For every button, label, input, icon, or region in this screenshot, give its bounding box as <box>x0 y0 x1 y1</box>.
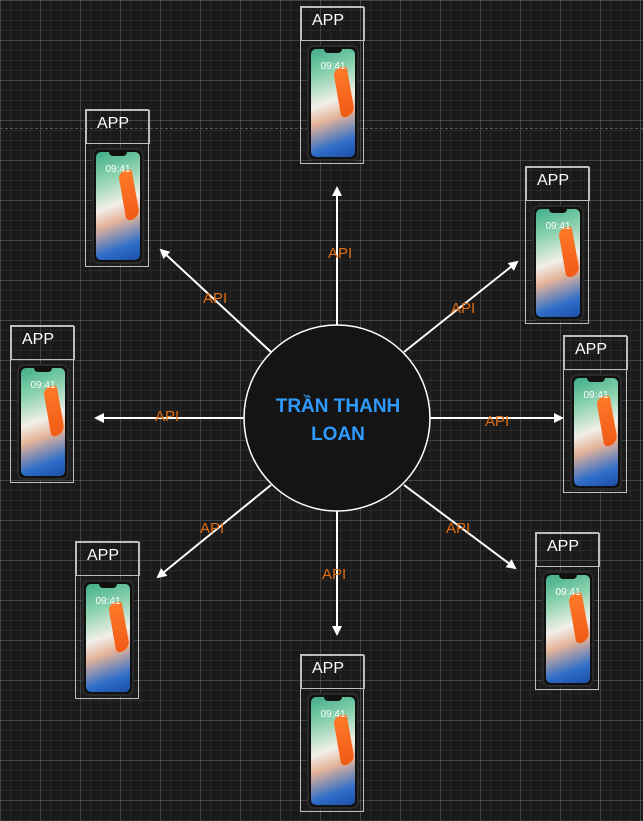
phone-time: 09:41 <box>555 587 581 598</box>
phone-notch <box>99 584 117 588</box>
phone-notch <box>587 378 605 382</box>
api-bottom-right-label: API <box>446 520 471 537</box>
phone-time: 09:41 <box>545 221 571 232</box>
phone-notch <box>559 575 577 579</box>
phone-screen <box>96 152 140 260</box>
phone-icon: 09:41 <box>17 364 69 480</box>
api-top-left-label: API <box>203 290 228 307</box>
app-label: APP <box>526 167 590 201</box>
app-top[interactable]: APP 09:41 <box>300 6 365 164</box>
phone-notch <box>109 152 127 156</box>
app-bottom-right[interactable]: APP 09:41 <box>535 532 600 690</box>
phone-notch <box>34 368 52 372</box>
api-left-label: API <box>155 408 180 425</box>
phone-icon: 09:41 <box>92 148 144 264</box>
api-top-right-label: API <box>451 300 476 317</box>
phone-screen <box>311 49 355 157</box>
hub-title-line1: TRẦN THANH <box>275 396 401 417</box>
api-bottom-left-arrow[interactable] <box>156 484 272 579</box>
app-label: APP <box>301 655 365 689</box>
api-bottom-label: API <box>322 566 347 583</box>
app-label: APP <box>11 326 75 360</box>
api-bottom-right-arrow[interactable] <box>403 484 517 570</box>
api-top-label: API <box>328 245 353 262</box>
phone-screen <box>546 575 590 683</box>
phone-time: 09:41 <box>30 380 56 391</box>
phone-notch <box>324 49 342 53</box>
app-top-left[interactable]: APP 09:41 <box>85 109 150 267</box>
api-right-label: API <box>485 413 510 430</box>
phone-time: 09:41 <box>320 709 346 720</box>
phone-screen <box>86 584 130 692</box>
app-label: APP <box>76 542 140 576</box>
hub-title-line2: LOAN <box>311 424 365 445</box>
api-top-left-arrow[interactable] <box>159 248 272 353</box>
phone-time: 09:41 <box>583 390 609 401</box>
phone-time: 09:41 <box>105 164 131 175</box>
api-bottom-left-label: API <box>200 520 225 537</box>
app-bottom[interactable]: APP 09:41 <box>300 654 365 812</box>
phone-icon: 09:41 <box>307 45 359 161</box>
phone-screen <box>536 209 580 317</box>
api-top-right-arrow[interactable] <box>403 260 519 353</box>
app-left[interactable]: APP 09:41 <box>10 325 75 483</box>
phone-icon: 09:41 <box>532 205 584 321</box>
phone-screen <box>574 378 618 486</box>
app-label: APP <box>301 7 365 41</box>
phone-screen <box>21 368 65 476</box>
phone-screen <box>311 697 355 805</box>
app-bottom-left[interactable]: APP 09:41 <box>75 541 140 699</box>
phone-notch <box>549 209 567 213</box>
phone-time: 09:41 <box>95 596 121 607</box>
app-right[interactable]: APP 09:41 <box>563 335 628 493</box>
hub-title: TRẦN THANH LOAN <box>246 393 430 449</box>
phone-notch <box>324 697 342 701</box>
phone-icon: 09:41 <box>570 374 622 490</box>
app-label: APP <box>536 533 600 567</box>
phone-icon: 09:41 <box>82 580 134 696</box>
app-label: APP <box>86 110 150 144</box>
app-top-right[interactable]: APP 09:41 <box>525 166 590 324</box>
phone-time: 09:41 <box>320 61 346 72</box>
phone-icon: 09:41 <box>542 571 594 687</box>
app-label: APP <box>564 336 628 370</box>
phone-icon: 09:41 <box>307 693 359 809</box>
